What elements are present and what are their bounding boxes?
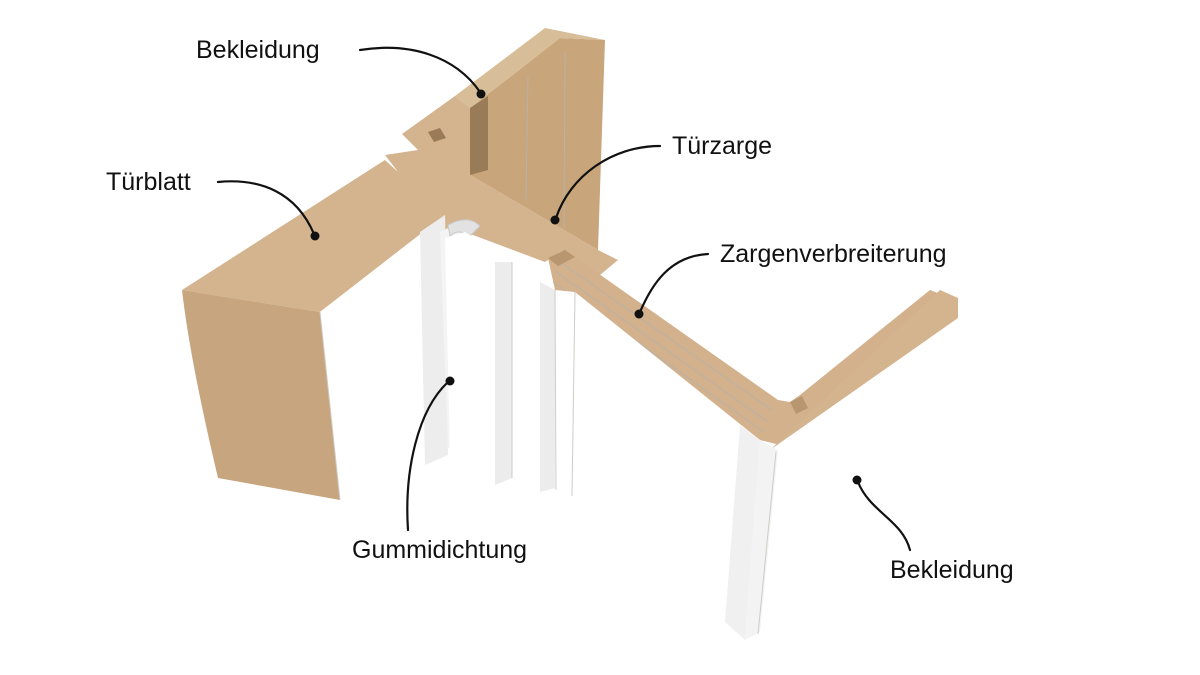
callout-bekleidung-top: Bekleidung — [196, 36, 486, 99]
anchor-bekleidung-top — [476, 89, 486, 99]
tuerblatt — [182, 160, 448, 501]
label-zargenverbreiterung: Zargenverbreiterung — [720, 240, 947, 268]
leader-gummidichtung — [406, 380, 450, 532]
extension-layer-2 — [555, 271, 769, 423]
notch-upper — [428, 128, 446, 142]
leader-zargenverbreiterung — [638, 252, 710, 314]
callout-tuerzarge: Türzarge — [550, 132, 772, 225]
back-architrave-face — [470, 38, 605, 250]
top-step-left — [402, 96, 470, 150]
leader-tuerzarge — [554, 144, 662, 220]
label-tuerblatt: Türblatt — [106, 168, 191, 196]
back-architrave — [455, 28, 605, 250]
zargenverbreiterung-front-face — [555, 290, 760, 640]
extension-layer-1 — [559, 261, 773, 411]
callout-tuerblatt: Türblatt — [106, 168, 320, 241]
frame-seam-3 — [571, 291, 576, 497]
tuerblatt-edge-line — [319, 311, 341, 501]
callout-bekleidung-bottom: Bekleidung — [852, 475, 1014, 584]
anchor-bekleidung-bottom — [852, 475, 862, 485]
front-bekleidung-inner-edge — [745, 440, 778, 640]
frame-face-1-side — [495, 262, 512, 485]
tuerzarge-front — [445, 232, 760, 640]
anchor-zargenverbreiterung — [634, 309, 644, 319]
anchor-tuerblatt — [310, 231, 320, 241]
callout-zargenverbreiterung: Zargenverbreiterung — [634, 240, 947, 319]
tuerzarge-top-face — [385, 125, 618, 275]
tuerblatt-end-face — [182, 290, 340, 500]
label-gummidichtung: Gummidichtung — [352, 536, 527, 564]
back-architrave-top — [455, 28, 605, 108]
callout-gummidichtung: Gummidichtung — [352, 376, 527, 564]
back-architrave-groove-1 — [525, 75, 529, 201]
anchor-tuerzarge — [550, 215, 560, 225]
tuerblatt-white-face — [320, 215, 448, 500]
frame-top-surface — [385, 96, 958, 458]
label-bekleidung-top: Bekleidung — [196, 36, 320, 64]
label-bekleidung-bottom: Bekleidung — [890, 556, 1014, 584]
back-architrave-inner-shadow — [470, 96, 488, 175]
tuerblatt-white-shade — [420, 215, 448, 465]
front-bekleidung-top-notch — [790, 396, 808, 414]
zargenverbreiterung-top-face — [548, 250, 955, 445]
leader-bekleidung-top — [358, 46, 482, 94]
frame-seam-2 — [554, 289, 557, 491]
notch-lower — [548, 250, 575, 266]
anchor-gummidichtung — [445, 376, 455, 386]
zargenverbreiterung-front-shade — [725, 425, 760, 640]
leader-tuerblatt — [216, 180, 316, 236]
label-tuerzarge: Türzarge — [672, 132, 772, 160]
front-bekleidung-face — [745, 318, 958, 640]
front-bekleidung-seam — [757, 451, 777, 635]
front-bekleidung-top-face — [770, 290, 958, 458]
frame-face-2-side — [540, 282, 555, 492]
front-bekleidung — [745, 318, 958, 640]
leader-bekleidung-bottom — [856, 480, 912, 552]
